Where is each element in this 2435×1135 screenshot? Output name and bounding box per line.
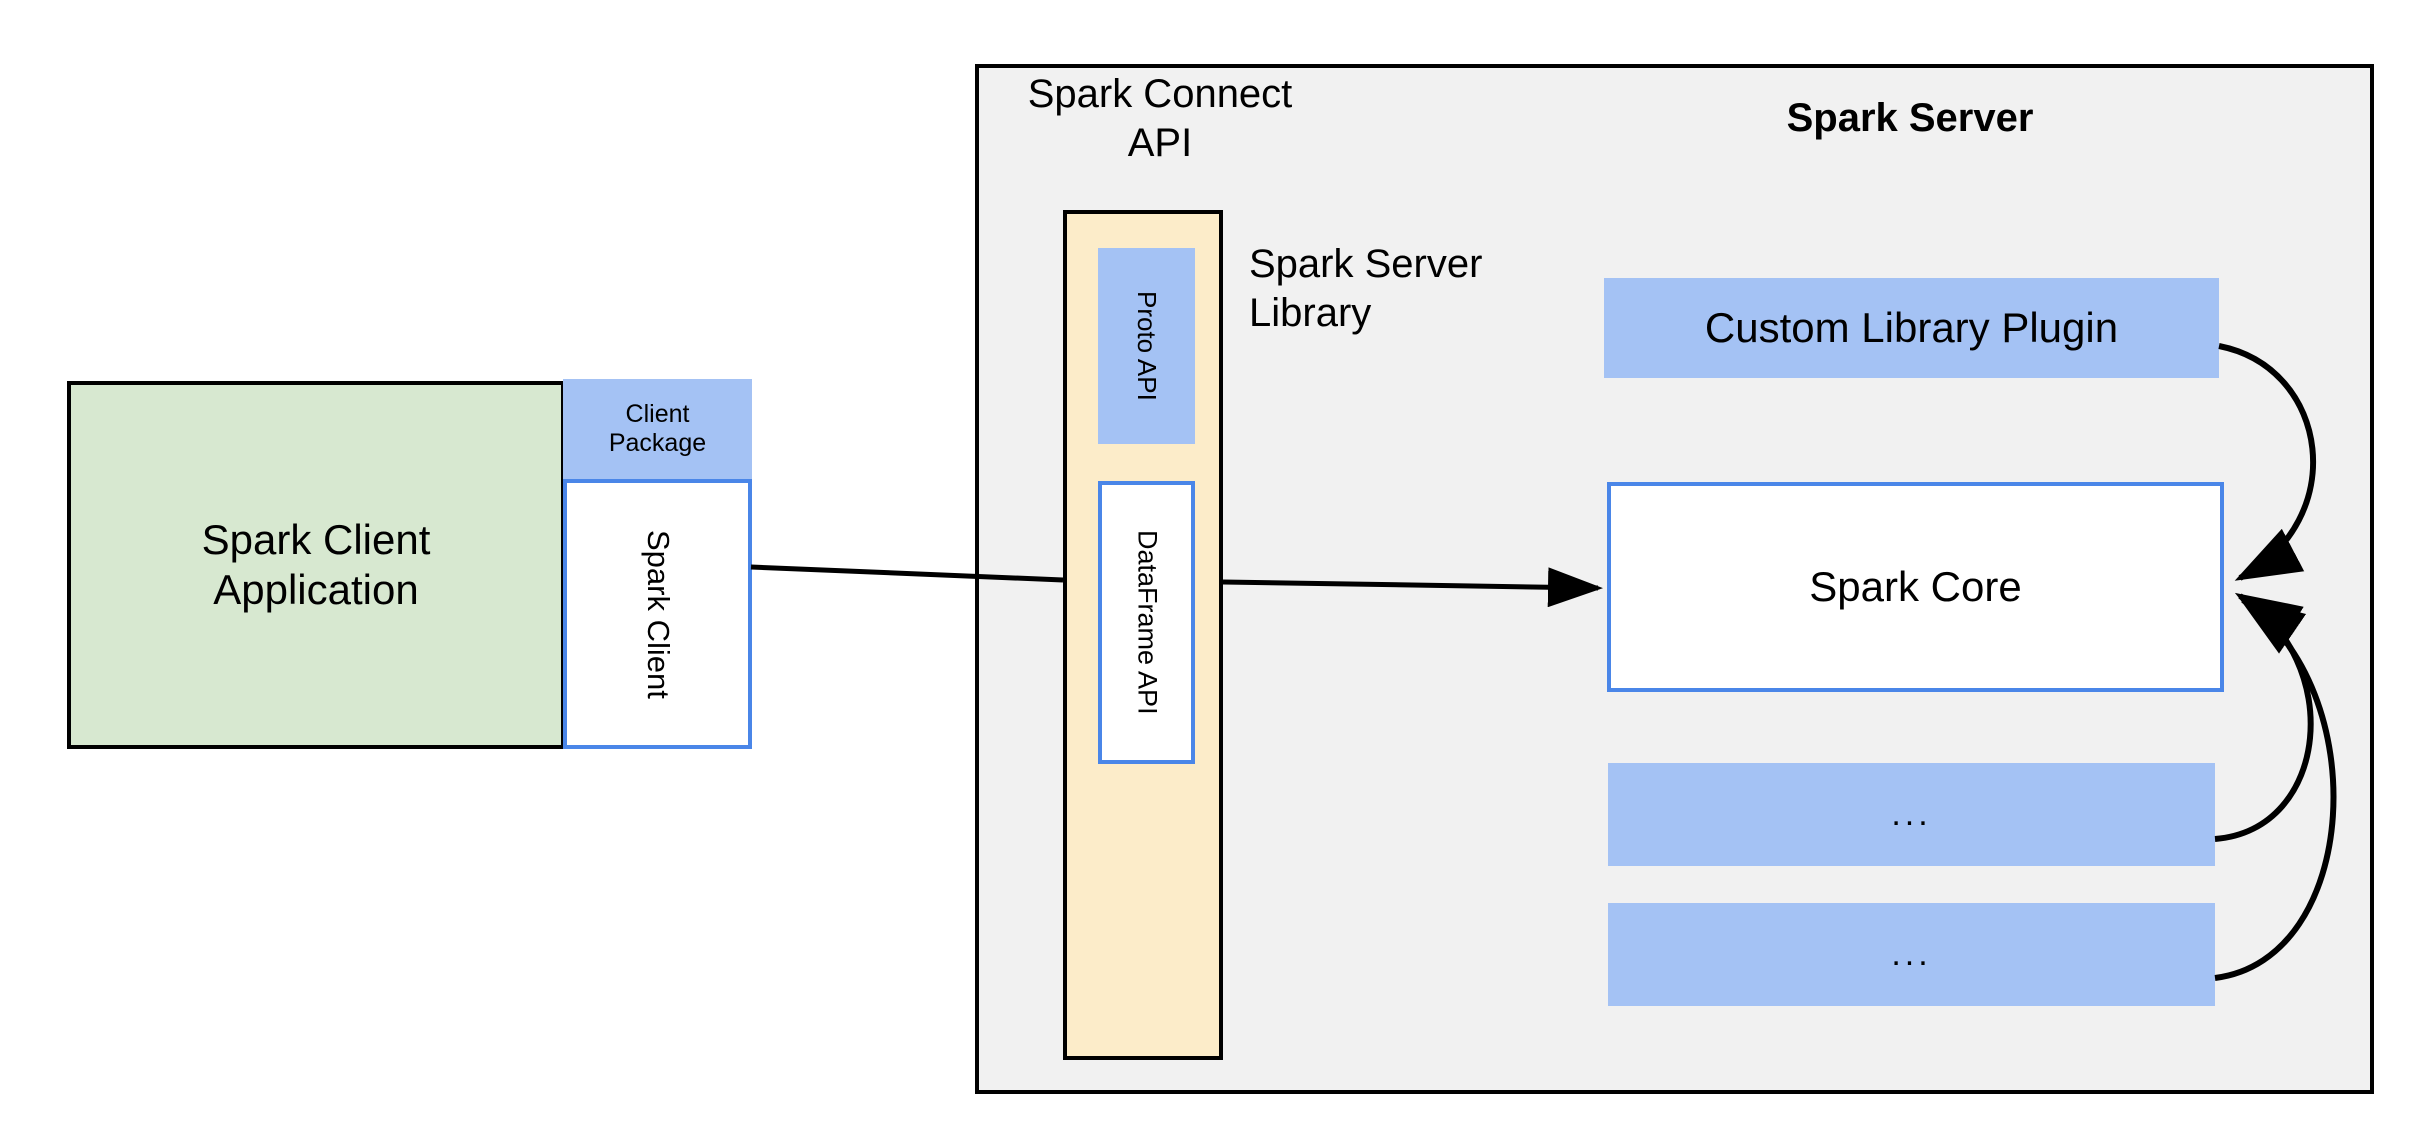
spark-client-label: Spark Client	[640, 529, 676, 699]
server-component-placeholder-1-label: ...	[1891, 795, 1932, 834]
spark-core-box[interactable]: Spark Core	[1607, 482, 2224, 692]
proto-api-label: Proto API	[1131, 291, 1162, 401]
spark-client-box[interactable]: Spark Client	[563, 479, 752, 749]
client-package-label: Client Package	[608, 399, 707, 458]
spark-client-application-label: Spark Client Application	[201, 516, 431, 613]
custom-library-plugin-box[interactable]: Custom Library Plugin	[1604, 278, 2219, 378]
spark-server-library-label: Spark Server Library	[1249, 242, 1483, 335]
server-component-placeholder-1[interactable]: ...	[1608, 763, 2215, 866]
server-component-placeholder-2[interactable]: ...	[1608, 903, 2215, 1006]
proto-api-box[interactable]: Proto API	[1098, 248, 1195, 444]
custom-library-plugin-label: Custom Library Plugin	[1704, 304, 2119, 352]
spark-connect-api-label: Spark Connect API	[1027, 72, 1293, 165]
dataframe-api-box[interactable]: DataFrame API	[1098, 481, 1195, 764]
spark-core-label: Spark Core	[1809, 563, 2022, 611]
spark-server-title: Spark Server	[1786, 96, 2034, 140]
server-component-placeholder-2-label: ...	[1891, 935, 1932, 974]
client-package-box[interactable]: Client Package	[563, 379, 752, 479]
dataframe-api-label: DataFrame API	[1132, 530, 1163, 715]
spark-client-application-box[interactable]: Spark Client Application	[67, 381, 565, 749]
